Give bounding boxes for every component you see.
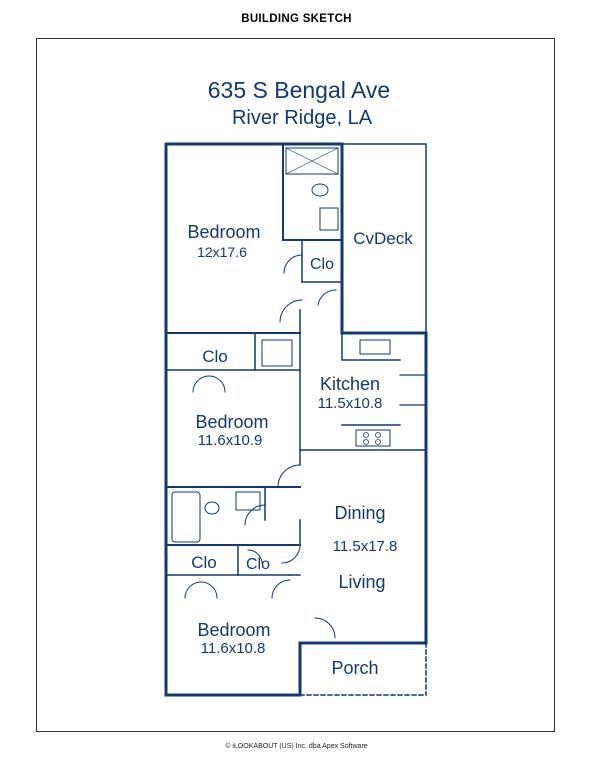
bedroom-top-name: Bedroom — [187, 222, 260, 242]
closet-bottom-right-label: Clo — [246, 556, 270, 573]
bedroom-top-dims: 12x17.6 — [197, 244, 247, 260]
bedroom-middle-dims: 11.6x10.9 — [198, 432, 263, 449]
page-title: BUILDING SKETCH — [241, 13, 352, 25]
closet-top-label: Clo — [310, 256, 334, 273]
bedroom-bottom-dims: 11.6x10.8 — [201, 640, 266, 657]
cvdeck-label: CvDeck — [353, 229, 413, 248]
living-label: Living — [338, 572, 385, 592]
closet-middle-label: Clo — [202, 347, 228, 366]
sketch-frame — [36, 38, 555, 732]
address-city: River Ridge, LA — [232, 107, 373, 129]
bedroom-middle-name: Bedroom — [195, 412, 268, 432]
kitchen-name: Kitchen — [320, 374, 380, 394]
bedroom-bottom-name: Bedroom — [197, 620, 270, 640]
address-street: 635 S Bengal Ave — [208, 77, 390, 103]
kitchen-dims: 11.5x10.8 — [318, 395, 383, 412]
closet-bottom-left-label: Clo — [191, 553, 217, 572]
copyright-footer: © iLOOKABOUT (US) Inc. dba Apex Software — [225, 743, 368, 750]
porch-label: Porch — [331, 658, 378, 678]
dining-name: Dining — [334, 503, 385, 523]
dining-dims: 11.5x17.8 — [333, 538, 398, 555]
